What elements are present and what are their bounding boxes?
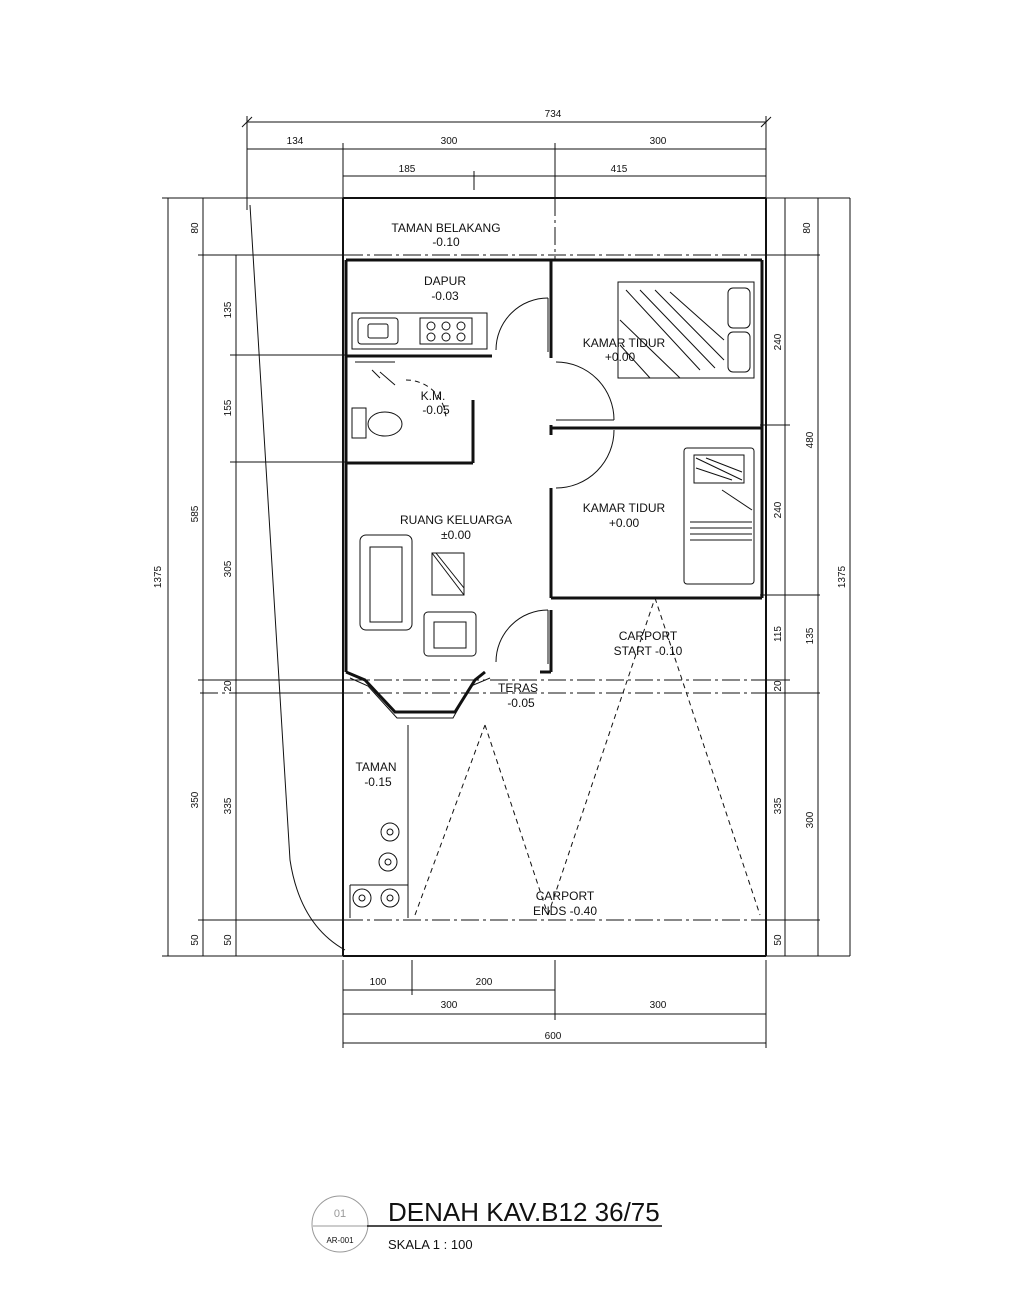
- dim-bottom-600: 600: [545, 1031, 562, 1042]
- dim-top-134: 134: [287, 136, 304, 147]
- dim-bottom-300b: 300: [650, 1000, 667, 1011]
- dim-right-20: 20: [773, 680, 784, 692]
- room-kamar-tidur-1-level: +0.00: [605, 350, 636, 364]
- dim-right-335: 335: [773, 797, 784, 814]
- grid-lines: [200, 198, 790, 921]
- carport-garden: [349, 597, 761, 918]
- room-kamar-tidur-2-level: +0.00: [609, 516, 640, 530]
- title-sheet-code: AR-001: [326, 1236, 354, 1245]
- room-ruang-keluarga-name: RUANG KELUARGA: [400, 513, 512, 527]
- room-carport-start-level: START -0.10: [614, 644, 683, 658]
- dim-bottom-300a: 300: [441, 1000, 458, 1011]
- title-number: 01: [334, 1208, 346, 1220]
- dim-left-350: 350: [190, 791, 201, 808]
- room-carport-end-name: CARPORT: [536, 889, 595, 903]
- dim-left-50: 50: [190, 934, 201, 946]
- property-boundary: [249, 197, 767, 957]
- room-carport-start-name: CARPORT: [619, 629, 678, 643]
- dim-left-155: 155: [223, 399, 234, 416]
- drawing-title: DENAH KAV.B12 36/75: [388, 1197, 660, 1227]
- right-dimensions: 80 240 240 115 20 335 50 480 135 300 137…: [760, 197, 851, 957]
- dim-right-135: 135: [805, 627, 816, 644]
- dim-bottom-200: 200: [476, 977, 493, 988]
- room-km-level: -0.05: [422, 403, 450, 417]
- dim-right-50: 50: [773, 934, 784, 946]
- dim-top-185: 185: [399, 164, 416, 175]
- dim-right-115: 115: [773, 626, 784, 642]
- dim-top-300a: 300: [441, 136, 458, 147]
- left-dimensions: 1375 80 585 350 50 135 155 305 20 335 50: [153, 197, 345, 957]
- dim-left-80: 80: [190, 222, 201, 234]
- room-kamar-tidur-2-name: KAMAR TIDUR: [583, 501, 666, 515]
- dim-left-1375: 1375: [153, 565, 164, 588]
- room-km-name: K.M.: [421, 389, 446, 403]
- room-ruang-keluarga-level: ±0.00: [441, 528, 471, 542]
- dim-left-335: 335: [223, 797, 234, 814]
- dim-left-305: 305: [223, 560, 234, 577]
- dim-right-300: 300: [805, 811, 816, 828]
- dim-bottom-100: 100: [370, 977, 387, 988]
- furniture: [351, 281, 755, 657]
- room-teras-level: -0.05: [507, 696, 535, 710]
- room-kamar-tidur-1-name: KAMAR TIDUR: [583, 336, 666, 350]
- dim-top-300b: 300: [650, 136, 667, 147]
- house-walls: [344, 258, 764, 719]
- dim-right-80: 80: [802, 222, 813, 234]
- title-block: 01 AR-001 DENAH KAV.B12 36/75 SKALA 1 : …: [311, 1195, 662, 1253]
- dim-left-585: 585: [190, 505, 201, 522]
- dim-right-240a: 240: [773, 333, 784, 350]
- dim-left-135: 135: [223, 301, 234, 318]
- dim-right-480: 480: [805, 431, 816, 448]
- dim-top-total: 734: [545, 109, 562, 120]
- room-teras-name: TERAS: [498, 681, 538, 695]
- room-labels: TAMAN BELAKANG -0.10 DAPUR -0.03 K.M. -0…: [355, 221, 682, 918]
- room-carport-end-level: ENDS -0.40: [533, 904, 597, 918]
- dim-right-240b: 240: [773, 501, 784, 518]
- drawing-scale: SKALA 1 : 100: [388, 1237, 473, 1252]
- dim-left-50b: 50: [223, 934, 234, 946]
- room-taman-name: TAMAN: [355, 760, 396, 774]
- dim-top-415: 415: [611, 164, 628, 175]
- dim-right-1375: 1375: [837, 565, 848, 588]
- top-dimensions: 734 134 300 300 185 415: [241, 109, 772, 210]
- plant-icon: [352, 822, 400, 908]
- room-dapur-level: -0.03: [431, 289, 459, 303]
- dim-left-20: 20: [223, 680, 234, 692]
- room-taman-belakang-level: -0.10: [432, 235, 460, 249]
- bottom-dimensions: 100 200 300 300 600: [342, 960, 767, 1048]
- doors: [405, 297, 615, 664]
- room-taman-belakang-name: TAMAN BELAKANG: [391, 221, 500, 235]
- room-dapur-name: DAPUR: [424, 274, 466, 288]
- room-taman-level: -0.15: [364, 775, 392, 789]
